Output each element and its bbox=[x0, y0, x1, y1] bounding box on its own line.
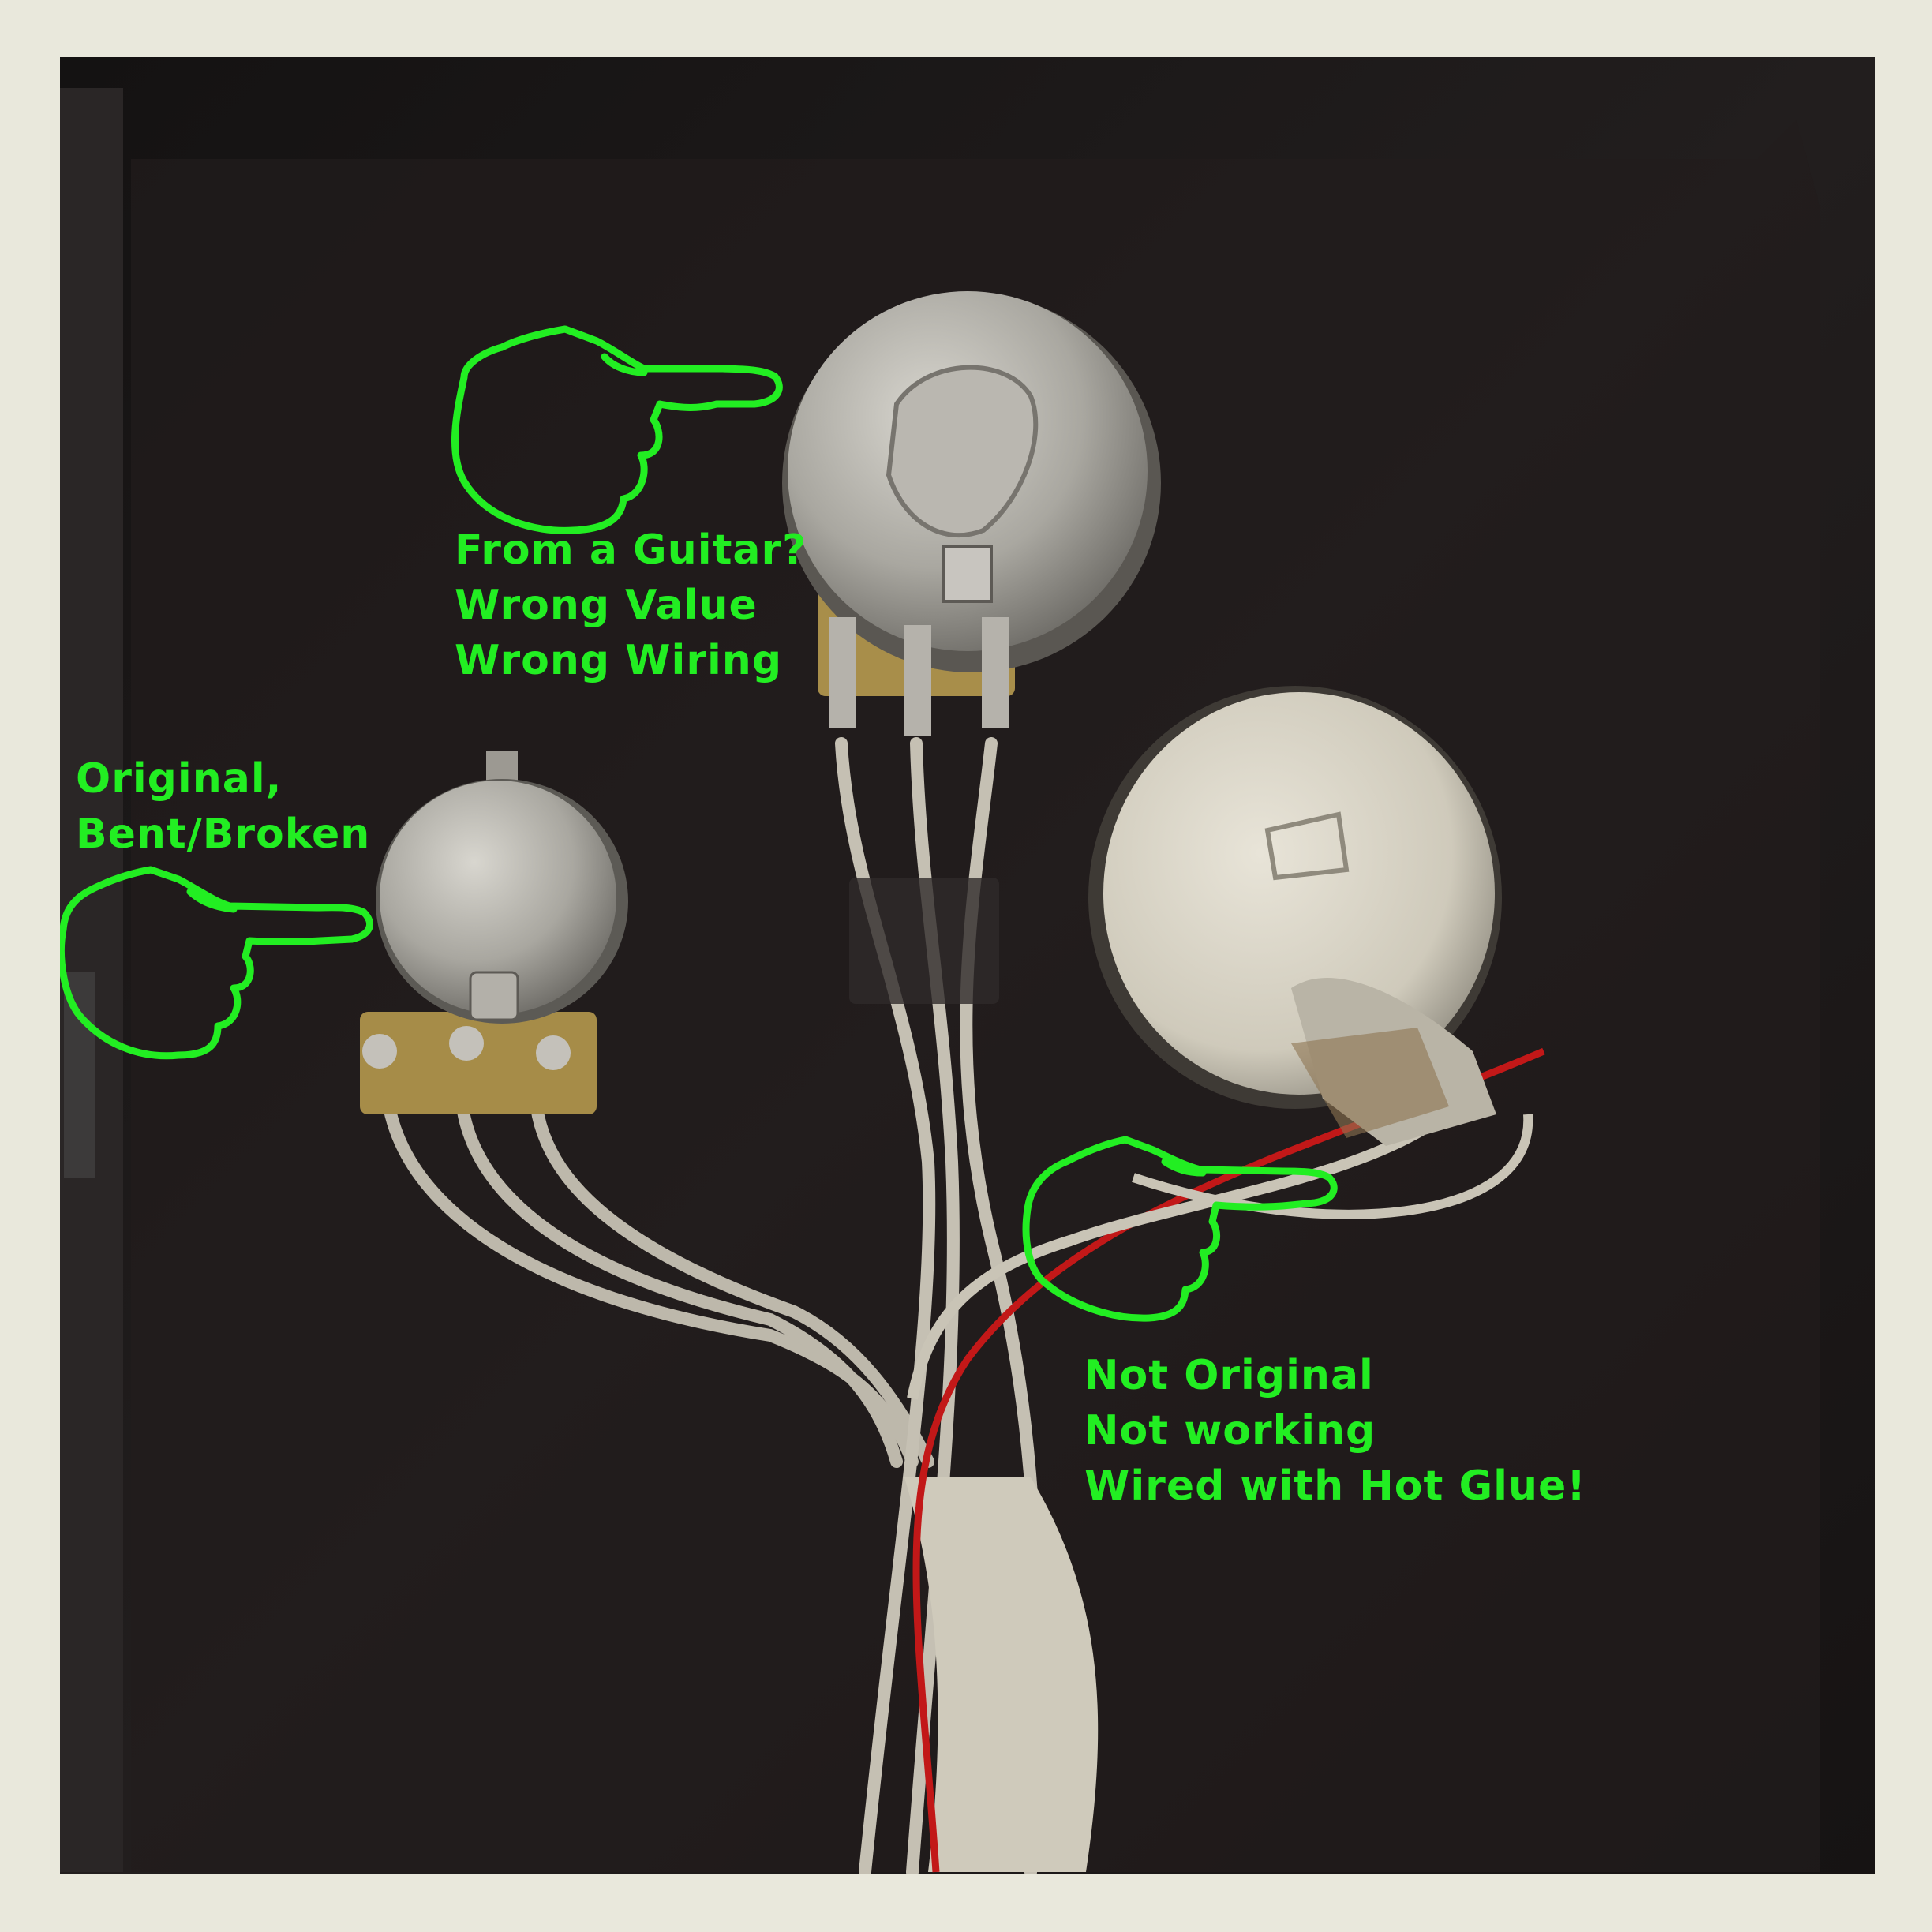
annotation-line: From a Guitar? bbox=[455, 526, 807, 574]
photo: From a Guitar? Wrong Value Wrong Wiring … bbox=[60, 57, 1875, 1874]
annotation-line: Wrong Value bbox=[455, 582, 758, 629]
annotation-line: Original, bbox=[76, 755, 283, 803]
annotation-line: Wired with Hot Glue! bbox=[1084, 1462, 1586, 1510]
component-behind-wires bbox=[849, 878, 999, 1004]
heatsink bbox=[64, 972, 95, 1178]
annotation-left-pot: Original, Bent/Broken bbox=[76, 751, 370, 862]
annotation-line: Not Original bbox=[1084, 1352, 1374, 1399]
right-pot-white-wire bbox=[907, 1079, 1485, 1400]
wiring-photo-scene bbox=[60, 57, 1875, 1874]
annotation-right-pot: Not Original Not working Wired with Hot … bbox=[1084, 1348, 1586, 1514]
right-potentiometer bbox=[1088, 686, 1502, 1146]
annotation-line: Not working bbox=[1084, 1407, 1376, 1455]
pointing-hand-icon bbox=[1022, 1136, 1338, 1322]
pointing-hand-icon bbox=[451, 325, 783, 534]
annotation-line: Wrong Wiring bbox=[455, 637, 783, 684]
annotation-top-pot: From a Guitar? Wrong Value Wrong Wiring bbox=[455, 522, 807, 688]
pointing-hand-icon bbox=[60, 866, 373, 1060]
top-potentiometer bbox=[782, 291, 1161, 736]
right-pot-white-wire-2 bbox=[1132, 1114, 1533, 1219]
red-wire bbox=[912, 1047, 1545, 1873]
annotation-line: Bent/Broken bbox=[76, 811, 371, 858]
ribbon-cable bbox=[904, 1477, 1099, 1872]
left-potentiometer bbox=[360, 751, 628, 1114]
